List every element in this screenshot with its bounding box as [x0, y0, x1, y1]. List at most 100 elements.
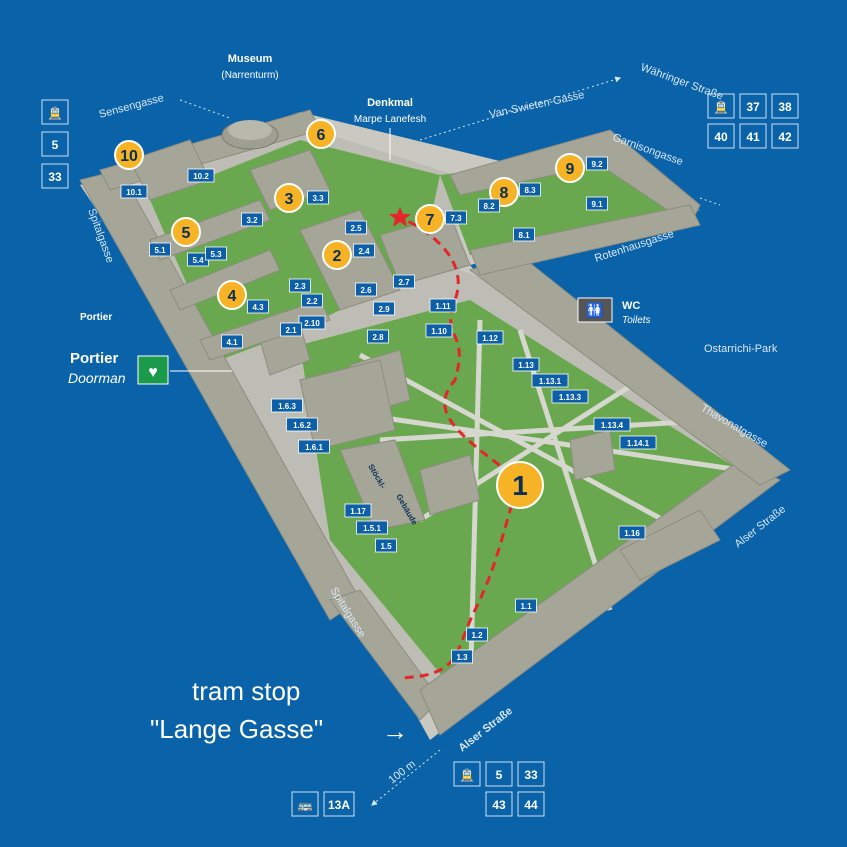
room-tag-label: 9.2 [591, 160, 603, 169]
room-tag-label: 1.13.4 [601, 421, 624, 430]
transit-bottom-43: 43 [492, 798, 506, 812]
room-tag [221, 334, 243, 349]
transit-38: 38 [778, 100, 792, 114]
courtyard-badge-6 [306, 119, 336, 149]
tram-stop-arrow-icon: → [382, 716, 408, 746]
label-toilets: Toilets [622, 315, 651, 326]
transit-top-right: 🚊 37 38 40 41 42 [707, 93, 799, 149]
room-tag-label: 5.3 [210, 250, 222, 259]
courtyard-number: 6 [317, 127, 326, 144]
courtyard-badge-3 [274, 183, 304, 213]
room-tag [375, 538, 397, 553]
room-tag [466, 627, 488, 642]
room-tag-label: 1.10 [431, 327, 447, 336]
room-tag-label: 8.1 [518, 231, 530, 240]
courtyard-badge-10 [114, 140, 144, 170]
room-tag [451, 649, 473, 664]
label-portier: Portier [70, 350, 119, 367]
tram-stop-line1: tram stop [192, 676, 301, 706]
room-tag-label: 2.10 [304, 319, 320, 328]
room-tag-label: 1.6.1 [305, 443, 323, 452]
room-tag-label: 2.2 [306, 297, 318, 306]
transit-top-left-5: 5 [52, 138, 59, 152]
label-marpe: Marpe Lanefesh [354, 114, 426, 125]
transit-41: 41 [746, 130, 760, 144]
room-tag [373, 301, 395, 316]
transit-37: 37 [746, 100, 760, 114]
room-tag-label: 10.1 [126, 188, 142, 197]
room-tag-label: 1.1 [520, 602, 532, 611]
courtyard-number: 5 [182, 225, 191, 242]
room-tag [301, 293, 323, 308]
room-tag [298, 315, 326, 330]
room-tag [531, 373, 569, 388]
room-tag-label: 1.6.3 [278, 402, 296, 411]
buildings [79, 109, 791, 736]
walking-route [394, 213, 522, 682]
transit-top-left-33: 33 [48, 170, 62, 184]
aed-icon [137, 355, 169, 385]
room-tag [345, 220, 367, 235]
room-tag-label: 1.13.1 [539, 377, 562, 386]
room-tag-label: 2.1 [285, 326, 297, 335]
room-tag [478, 198, 500, 213]
svg-text:🚊: 🚊 [48, 106, 63, 120]
room-tag [298, 439, 330, 454]
tram-stop-line2: "Lange Gasse" [150, 714, 324, 744]
transit-bus-13a: 13A [328, 798, 350, 812]
room-tag [187, 168, 215, 183]
courtyard-badge-4 [217, 280, 247, 310]
svg-text:🚊: 🚊 [714, 100, 729, 114]
room-tag [619, 435, 657, 450]
room-tag [355, 282, 377, 297]
room-tag [241, 212, 263, 227]
wc-icon [577, 297, 613, 323]
room-tag-label: 1.12 [482, 334, 498, 343]
room-tag-label: 1.17 [350, 507, 366, 516]
label-wc: WC [622, 300, 640, 312]
room-tag-label: 1.5.1 [363, 524, 381, 533]
room-tag [344, 503, 372, 518]
room-tag-label: 1.2 [471, 631, 483, 640]
room-tag [356, 520, 388, 535]
narrenturm-top [228, 120, 272, 140]
courtyard-badge-1 [496, 461, 544, 509]
sensengasse-arrow [179, 99, 231, 119]
courtyard-badge-7 [415, 204, 445, 234]
wc-icon-glyph: 🚻 [586, 302, 603, 319]
room-tag [519, 182, 541, 197]
room-tag-label: 8.2 [483, 202, 495, 211]
room-tag-label: 9.1 [591, 200, 603, 209]
room-tag-label: 3.2 [246, 216, 258, 225]
courtyard-number: 2 [333, 248, 342, 265]
distance-arrow [371, 749, 441, 806]
room-tag-label: 7.3 [450, 214, 462, 223]
room-tag-label: 8.3 [524, 186, 536, 195]
transit-40: 40 [714, 130, 728, 144]
street-alser-right: Alser Straße [732, 503, 788, 550]
street-waehringer: Währinger Straße [639, 62, 725, 103]
room-tag [205, 246, 227, 261]
room-tag-label: 2.5 [350, 224, 362, 233]
room-tag [429, 298, 457, 313]
courtyard-number: 8 [500, 185, 509, 202]
room-tag [289, 278, 311, 293]
transit-42: 42 [778, 130, 792, 144]
courtyard-number: 1 [512, 470, 528, 501]
room-tag-label: 2.8 [372, 333, 384, 342]
street-van-swieten: Van-Swieten-Gasse [488, 89, 585, 121]
courtyard-number: 9 [566, 161, 575, 178]
label-museum: Museum [228, 53, 273, 65]
room-tag [586, 156, 608, 171]
room-tag-label: 1.5 [380, 542, 392, 551]
rotenhaus-arrow [699, 197, 721, 206]
transit-bottom-5: 5 [496, 768, 503, 782]
room-tag-label: 2.9 [378, 305, 390, 314]
room-tag [286, 417, 318, 432]
transit-top-left: 🚊 5 33 [41, 99, 69, 189]
room-tag [445, 210, 467, 225]
room-tag [425, 323, 453, 338]
courtyard-number: 7 [426, 212, 435, 229]
